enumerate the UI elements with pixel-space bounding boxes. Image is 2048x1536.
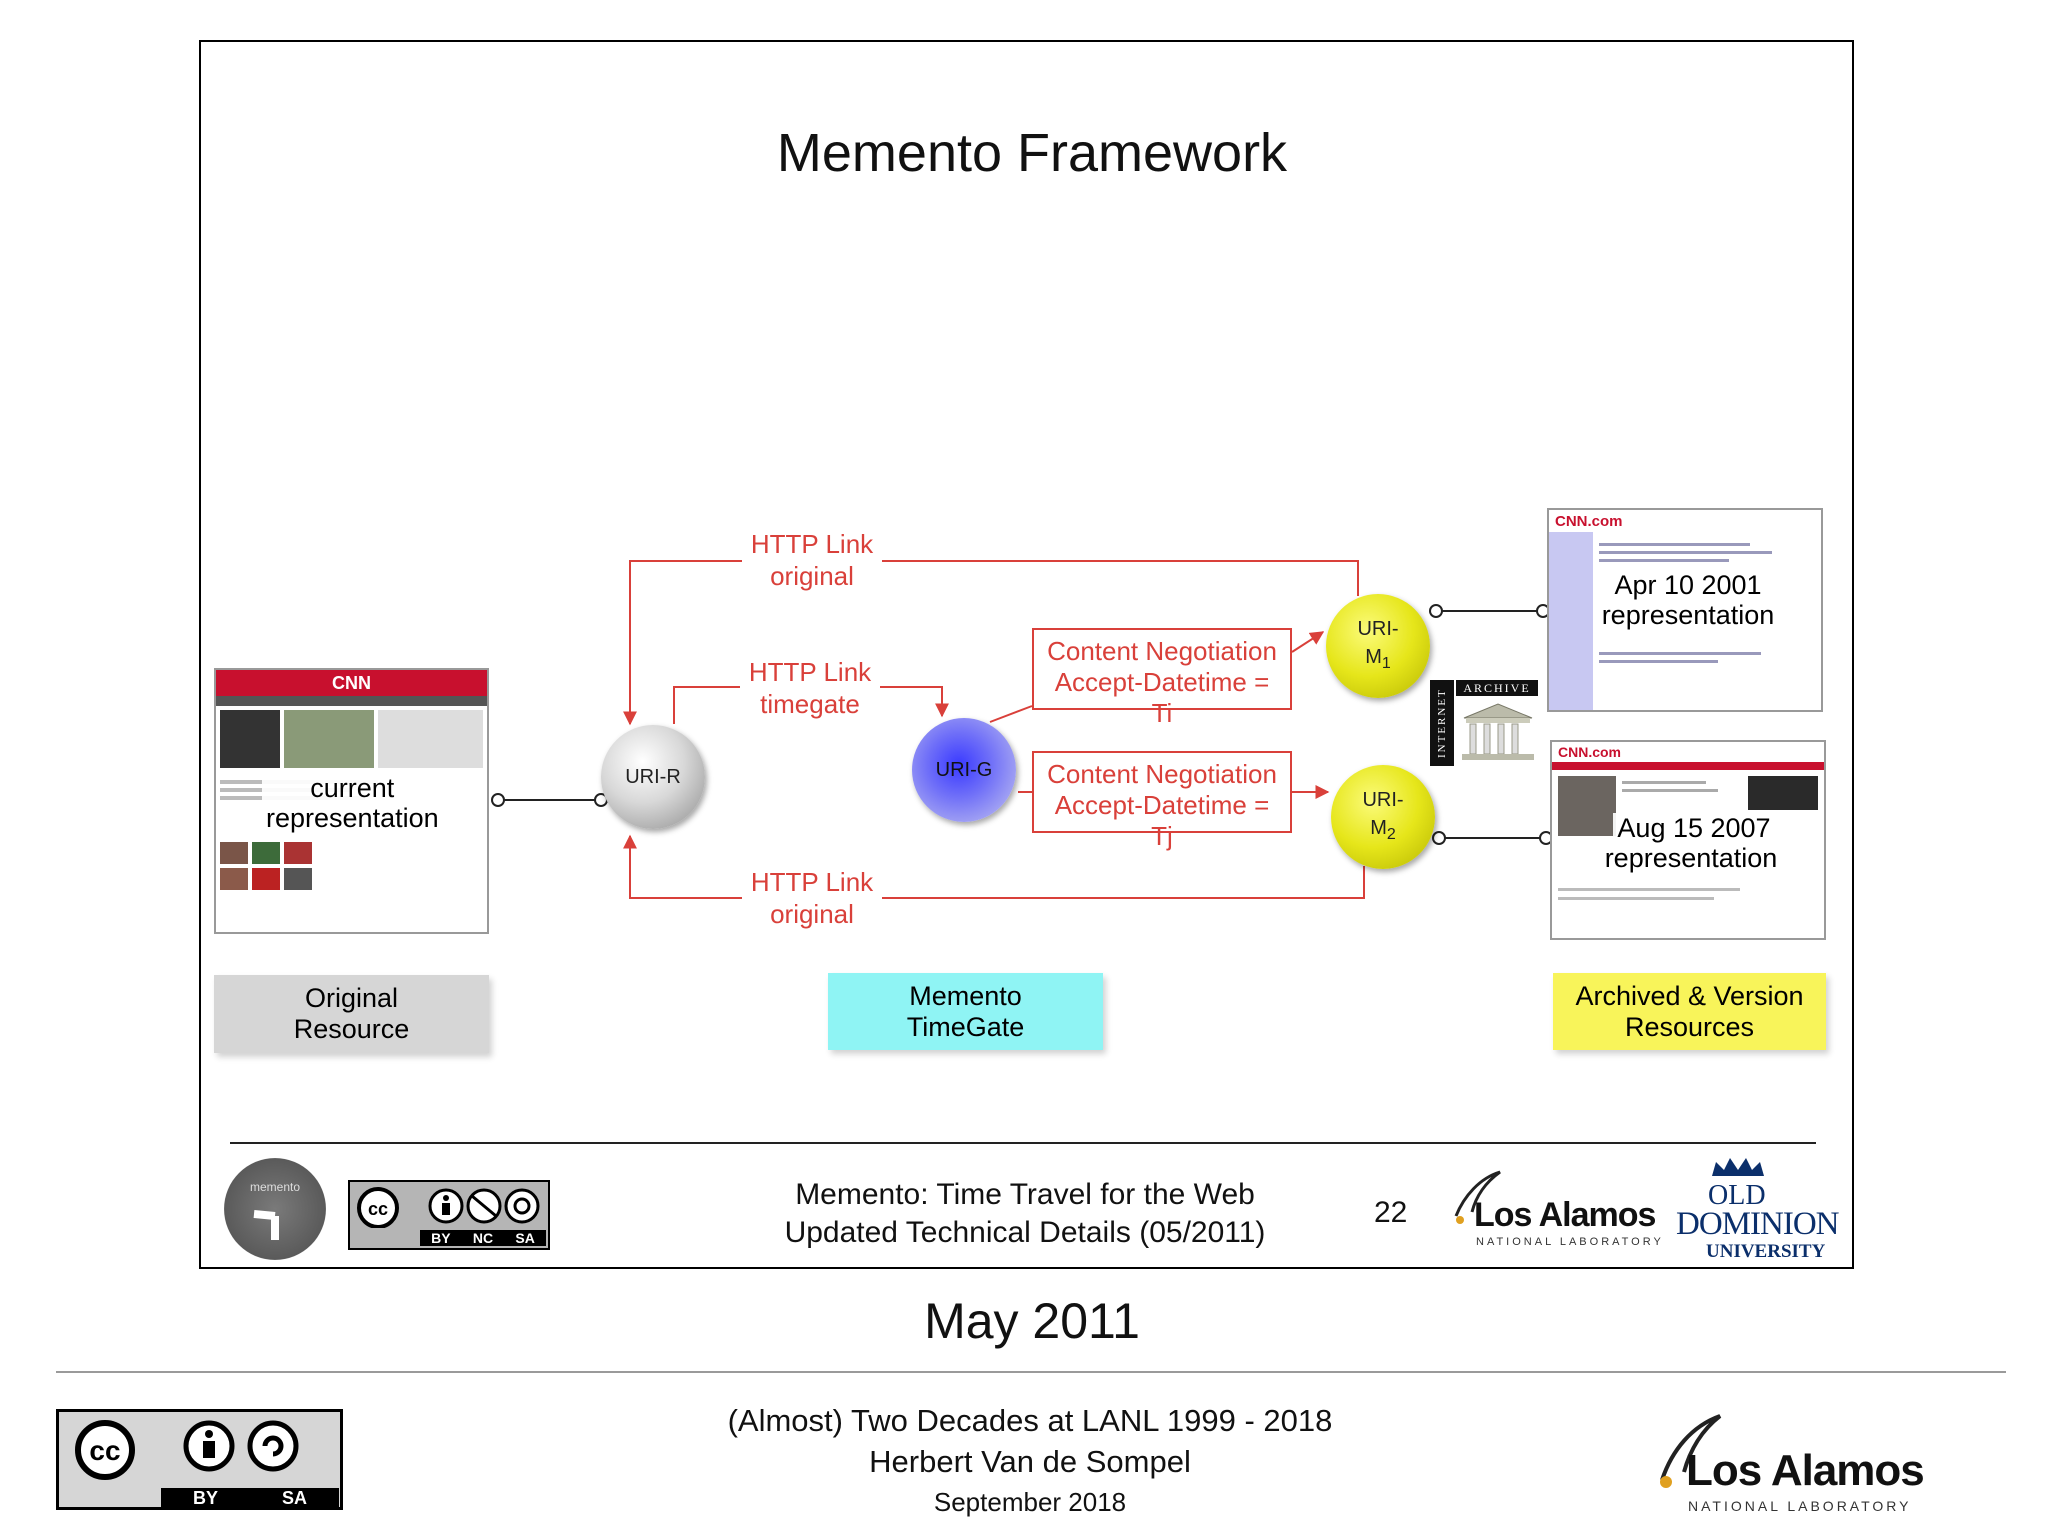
presentation-date: September 2018 [933, 1487, 1127, 1517]
clock-hands-icon [253, 1210, 279, 1240]
archive-temple-icon [1462, 703, 1534, 760]
link-bottom-original [623, 834, 1365, 899]
internet-archive-logo: INTERNET ARCHIVE [1430, 680, 1538, 766]
memento-2-date: Aug 15 2007 [1606, 813, 1782, 843]
odu-dominion: DOMINION [1676, 1206, 1839, 1242]
cc-by-sa-icons: cc [75, 1420, 299, 1480]
memento-1-date: Apr 10 2001 [1600, 570, 1776, 600]
current-representation-label: current representation [262, 773, 443, 833]
cnn-header-bar: CNN [216, 670, 487, 696]
lanl-logo-slide: Los Alamos NATIONAL LABORATORY [1444, 1166, 1669, 1254]
internet-archive-word-archive: ARCHIVE [1456, 680, 1538, 696]
internet-archive-word-internet: INTERNET [1430, 680, 1454, 766]
lanl-swoosh-icon [1660, 1414, 1722, 1488]
odu-old: OLD [1708, 1180, 1766, 1211]
connector-end-dot [1429, 604, 1443, 618]
connector-end-dot [1432, 831, 1446, 845]
memento-1-representation-label: representation [1595, 600, 1781, 630]
neg-link-1a [989, 705, 1033, 723]
slide-title: Memento Framework [776, 123, 1288, 183]
slide-footer-divider [230, 1142, 1816, 1144]
presentation-info: (Almost) Two Decades at LANL 1999 - 2018… [600, 1400, 1460, 1482]
cnn-com-logo: CNN.com [1558, 744, 1622, 760]
connector-end-dot [491, 793, 505, 807]
cc-license-icons: cc [357, 1187, 540, 1228]
slide-page-number: 22 [1374, 1196, 1408, 1229]
uri-m2-node: URI- M2 [1331, 765, 1435, 869]
lanl-logo-page: Los Alamos NATIONAL LABORATORY [1650, 1410, 1930, 1514]
neg-link-1b [1291, 631, 1325, 653]
old-dominion-logo: OLD DOMINION UNIVERSITY [1676, 1156, 1842, 1264]
lanl-subtitle: NATIONAL LABORATORY [1476, 1236, 1664, 1248]
presentation-title: (Almost) Two Decades at LANL 1999 - 2018 [727, 1403, 1333, 1438]
lanl-name: Los Alamos [1474, 1196, 1656, 1234]
memento-logo-text: memento [249, 1180, 301, 1194]
slide-footer-title: Memento: Time Travel for the Web Updated… [784, 1178, 1266, 1249]
uri-m1-node: URI- M1 [1326, 594, 1430, 698]
page-divider [56, 1371, 2006, 1373]
uri-g-node: URI-G [912, 718, 1016, 822]
memento-clock-logo: memento [224, 1158, 326, 1260]
uri-r-node: URI-R [601, 725, 705, 829]
svg-text:cc: cc [89, 1435, 120, 1466]
crown-icon [1712, 1158, 1764, 1176]
lanl-subtitle: NATIONAL LABORATORY [1688, 1498, 1912, 1514]
odu-university: UNIVERSITY [1706, 1241, 1826, 1262]
cnn-com-logo: CNN.com [1555, 512, 1623, 530]
svg-text:cc: cc [368, 1199, 388, 1219]
memento-2-representation-label: representation [1598, 843, 1784, 873]
link-top-original [623, 560, 1359, 726]
presenter-name: Herbert Van de Sompel [869, 1444, 1191, 1479]
lanl-swoosh-icon [1454, 1170, 1501, 1224]
lanl-name: Los Alamos [1686, 1446, 1925, 1495]
caption-date: May 2011 [924, 1293, 1140, 1349]
